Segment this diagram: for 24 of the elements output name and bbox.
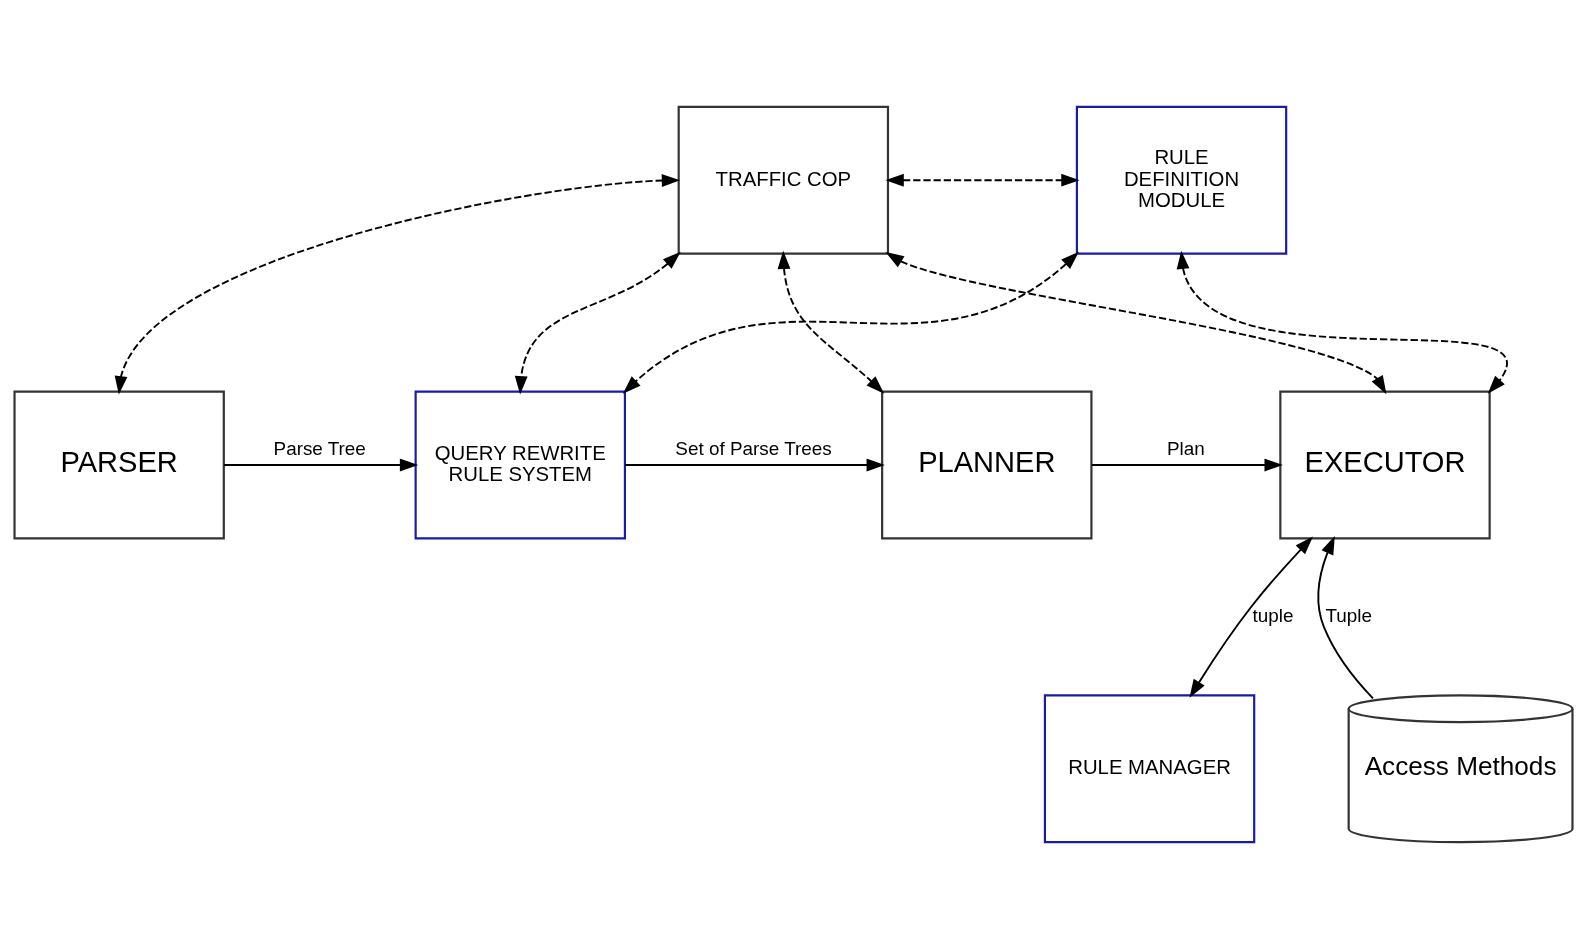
edge-label: tuple (1252, 604, 1294, 626)
node-box: PLANNER (881, 390, 1093, 540)
arrow (885, 252, 1387, 395)
arrow (1317, 536, 1374, 700)
node-box: QUERY REWRITE RULE SYSTEM (414, 390, 626, 540)
node-box: RULE DEFINITION MODULE (1075, 105, 1288, 255)
edge-label: Parse Tree (273, 438, 366, 460)
edge-label: Plan (1167, 438, 1205, 460)
node-box: TRAFFIC COP (677, 105, 890, 255)
arrow (514, 251, 681, 395)
arrow (622, 251, 1079, 394)
arrow (777, 250, 885, 394)
node-box: PARSER (13, 390, 225, 540)
arrow (885, 173, 1080, 187)
edge-label: Set of Parse Trees (675, 438, 832, 460)
arrow (1189, 536, 1313, 698)
node-box: EXECUTOR (1279, 390, 1491, 540)
arrow (1176, 250, 1508, 394)
arrow (223, 458, 419, 472)
edge-label: Tuple (1325, 604, 1372, 626)
arrow (114, 174, 681, 395)
node-box: RULE MANAGER (1043, 694, 1256, 844)
arrow (624, 458, 885, 472)
arrow (1091, 458, 1283, 472)
